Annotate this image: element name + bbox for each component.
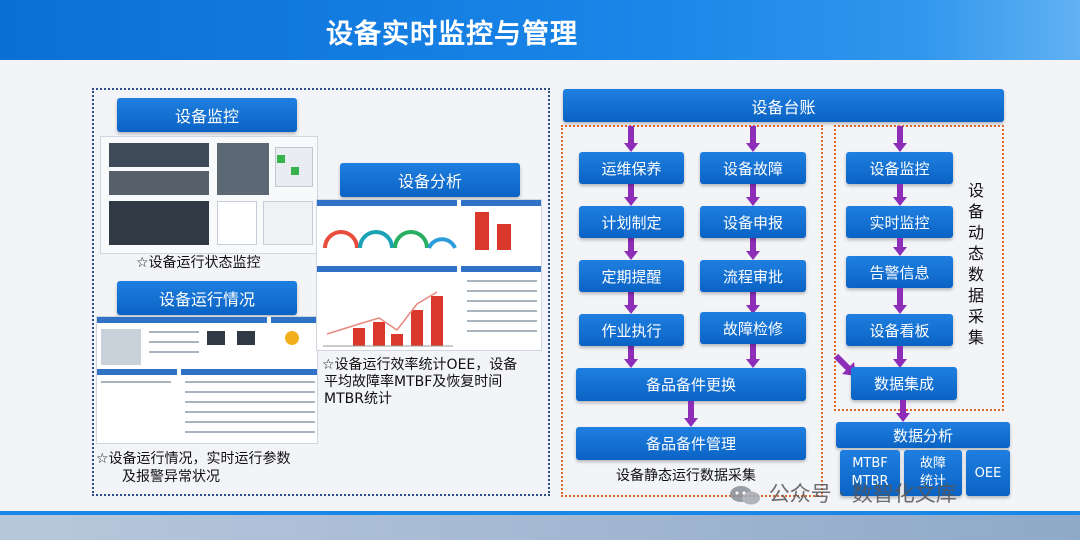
wechat-icon bbox=[728, 484, 762, 506]
flow-arrow bbox=[746, 342, 760, 368]
fault-label: 故障 bbox=[919, 456, 946, 471]
fault-stats-tile[interactable]: 故障 统计 bbox=[904, 450, 962, 496]
monitor-screenshot bbox=[100, 136, 318, 254]
fault-button[interactable]: 设备故障 bbox=[700, 152, 806, 184]
spare-manage-button[interactable]: 备品备件管理 bbox=[576, 427, 806, 460]
flow-arrow bbox=[893, 184, 907, 206]
data-integration-button[interactable]: 数据集成 bbox=[851, 367, 957, 400]
dashboard-button[interactable]: 设备看板 bbox=[846, 314, 953, 346]
watermark: 公众号 · 数智化文库 bbox=[728, 478, 957, 508]
device-monitor-button[interactable]: 设备监控 bbox=[846, 152, 953, 184]
title-bar: 设备实时监控与管理 bbox=[0, 0, 1080, 60]
flow-arrow bbox=[746, 184, 760, 206]
status-caption-line-2: 及报警异常状况 bbox=[122, 469, 220, 485]
oee-tile[interactable]: OEE bbox=[966, 450, 1010, 496]
flow-arrow bbox=[746, 238, 760, 260]
gauges-icon bbox=[323, 230, 457, 249]
page-title: 设备实时监控与管理 bbox=[326, 19, 578, 50]
maintenance-button[interactable]: 运维保养 bbox=[579, 152, 684, 184]
mtbr-label: MTBR bbox=[851, 474, 889, 489]
analysis-caption-line-1: ☆设备运行效率统计OEE，设备 bbox=[322, 357, 518, 373]
flow-arrow bbox=[893, 346, 907, 368]
status-screenshot bbox=[96, 316, 318, 444]
flow-arrow bbox=[893, 288, 907, 314]
dynamic-data-frame bbox=[834, 125, 1004, 411]
equipment-ledger-button[interactable]: 设备台账 bbox=[563, 89, 1004, 122]
bottom-accent bbox=[0, 511, 1080, 515]
plan-button[interactable]: 计划制定 bbox=[579, 206, 684, 238]
spare-replace-button[interactable]: 备品备件更换 bbox=[576, 368, 806, 401]
dynamic-data-label: 设备动态数据采集 bbox=[967, 181, 984, 347]
flow-arrow bbox=[624, 292, 638, 314]
flow-arrow bbox=[896, 400, 910, 422]
alarm-info-button[interactable]: 告警信息 bbox=[846, 256, 953, 288]
flow-arrow bbox=[893, 126, 907, 152]
equipment-analysis-button[interactable]: 设备分析 bbox=[340, 163, 520, 197]
approval-button[interactable]: 流程审批 bbox=[700, 260, 806, 292]
data-analysis-button[interactable]: 数据分析 bbox=[836, 422, 1010, 448]
equipment-status-button[interactable]: 设备运行情况 bbox=[117, 281, 297, 315]
flow-arrow bbox=[746, 292, 760, 314]
left-panel-frame bbox=[92, 88, 550, 496]
mtbf-label: MTBF bbox=[852, 456, 888, 471]
repair-button[interactable]: 故障检修 bbox=[700, 312, 806, 344]
flow-arrow bbox=[624, 126, 638, 152]
stats-label: 统计 bbox=[919, 474, 946, 489]
footer-bar bbox=[0, 515, 1080, 540]
equipment-monitor-button[interactable]: 设备监控 bbox=[117, 98, 297, 132]
watermark-text: 公众号 · 数智化文库 bbox=[768, 482, 957, 506]
execution-button[interactable]: 作业执行 bbox=[579, 314, 684, 346]
flow-arrow bbox=[684, 401, 698, 427]
static-data-label: 设备静态运行数据采集 bbox=[616, 468, 756, 484]
oee-bar-chart bbox=[323, 291, 453, 347]
static-data-frame bbox=[561, 125, 823, 497]
flow-arrow bbox=[624, 344, 638, 368]
monitor-caption: ☆设备运行状态监控 bbox=[136, 255, 261, 271]
title-accent bbox=[920, 0, 1080, 60]
mtbf-mtbr-tile[interactable]: MTBF MTBR bbox=[840, 450, 900, 496]
flow-arrow bbox=[746, 126, 760, 152]
flow-arrow bbox=[624, 184, 638, 206]
status-caption-line-1: ☆设备运行情况，实时运行参数 bbox=[96, 451, 291, 467]
realtime-monitor-button[interactable]: 实时监控 bbox=[846, 206, 953, 238]
reminder-button[interactable]: 定期提醒 bbox=[579, 260, 684, 292]
flow-arrow bbox=[624, 238, 638, 260]
flow-arrow bbox=[893, 238, 907, 256]
analysis-screenshot bbox=[316, 199, 542, 351]
analysis-caption-line-2: 平均故障率MTBF及恢复时间 bbox=[324, 374, 503, 390]
analysis-caption-line-3: MTBR统计 bbox=[324, 391, 392, 407]
report-button[interactable]: 设备申报 bbox=[700, 206, 806, 238]
